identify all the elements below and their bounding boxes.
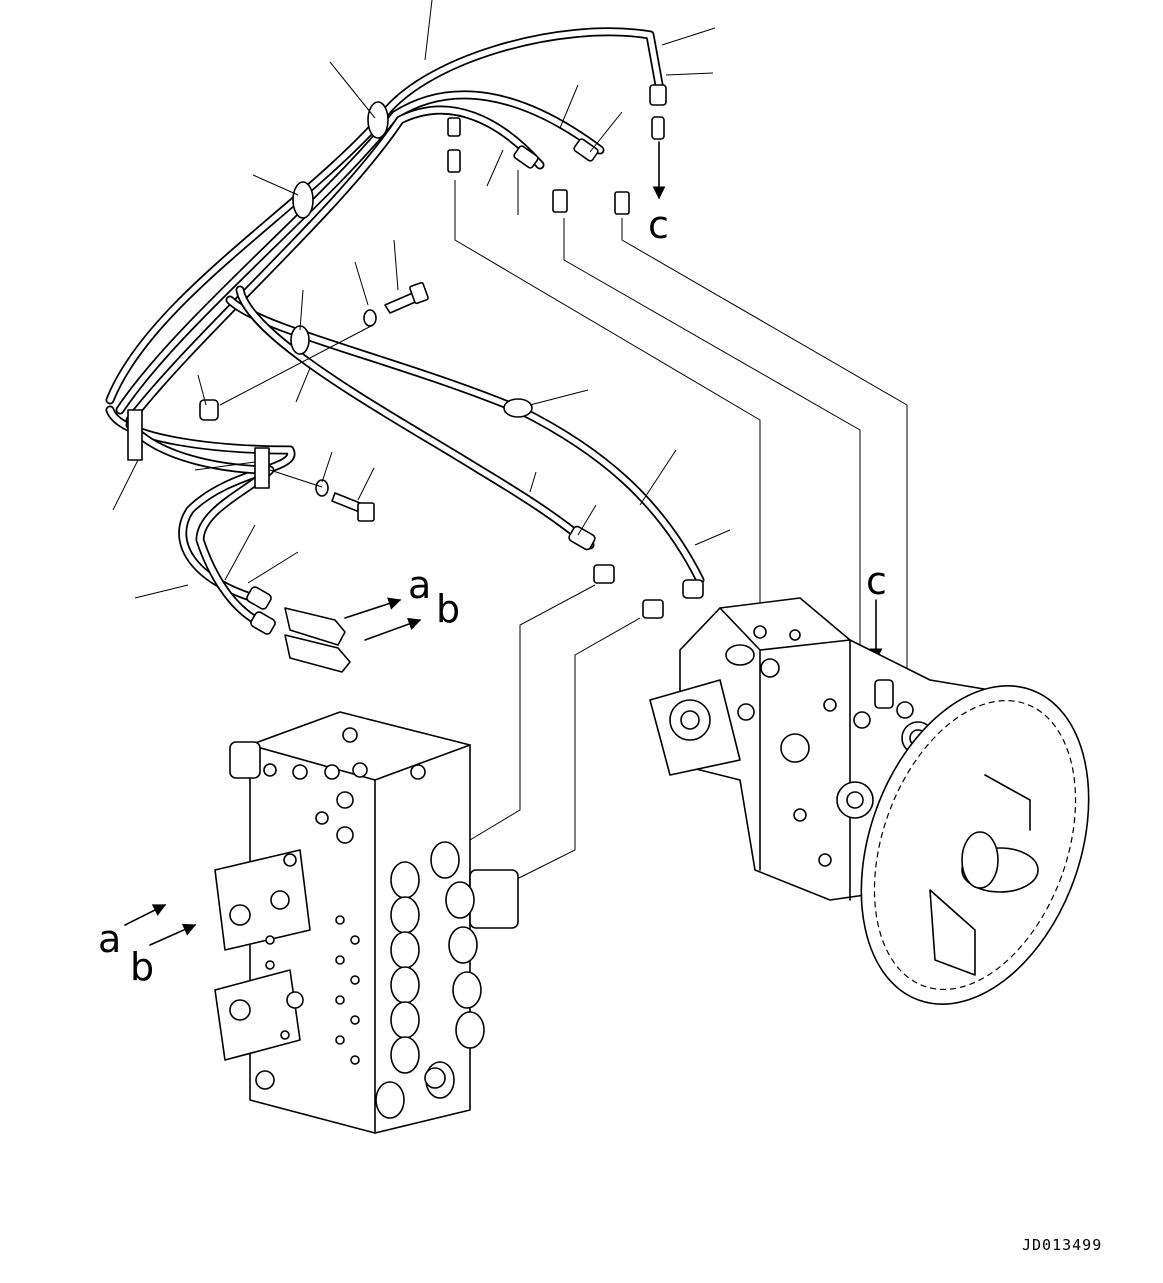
callout-b-valve: b [130,945,154,989]
bolt-icon [331,281,429,522]
hydraulic-pump-icon [649,597,1090,1005]
callout-a-valve: a [98,917,121,961]
callout-c-top: c [648,203,669,247]
port-holes [229,727,446,1090]
callout-c-pump: c [866,559,887,603]
drawing-code: JD013499 [1022,1236,1102,1254]
spool-caps [375,841,485,1119]
hose-bundle [105,27,705,630]
arrow-icon [124,141,883,946]
leader-lines [112,0,731,599]
callout-b-top: b [436,587,460,631]
control-valve-icon [214,711,519,1134]
fitting-icon [246,84,704,635]
washer-icon [199,309,377,497]
elbow-fitting-icon [284,607,351,673]
connection-lines [454,180,908,881]
clamp-icon [127,101,533,489]
callout-letters: c a b c a b [98,203,887,989]
callout-a-top: a [408,563,431,607]
